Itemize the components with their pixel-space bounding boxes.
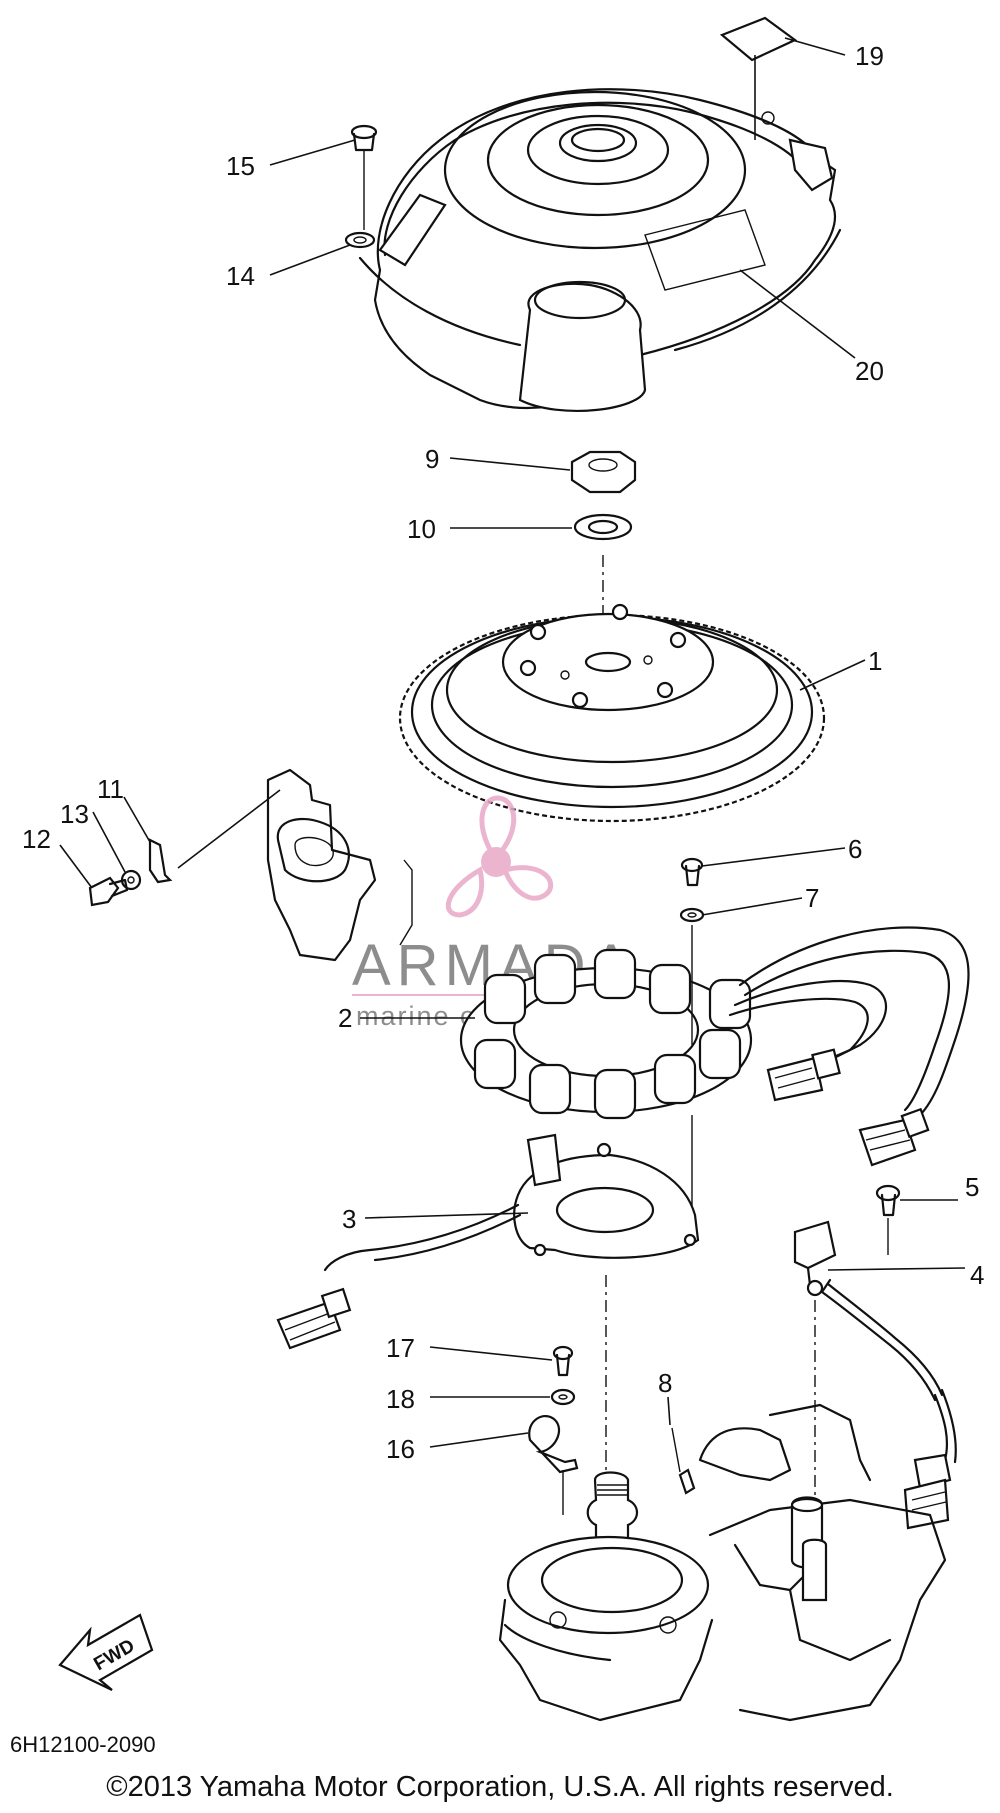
woodruff-key-8 bbox=[678, 1468, 696, 1495]
screw-5 bbox=[875, 1184, 901, 1217]
flywheel-cover bbox=[358, 88, 842, 413]
stator-coil bbox=[459, 948, 753, 1120]
pulser-connector bbox=[276, 1287, 352, 1350]
callout-6: 6 bbox=[848, 834, 862, 864]
washer-18 bbox=[550, 1388, 576, 1406]
callout-11: 11 bbox=[97, 774, 124, 804]
callout-14: 14 bbox=[226, 261, 255, 291]
decal-19 bbox=[719, 16, 798, 62]
grommet-14 bbox=[344, 231, 376, 249]
callout-labels: 19 15 14 20 9 10 1 11 13 12 6 7 2 3 5 4 … bbox=[22, 41, 984, 1464]
callout-19: 19 bbox=[855, 41, 884, 71]
washer-10 bbox=[573, 513, 633, 541]
callout-12: 12 bbox=[22, 824, 51, 854]
sensor-connector bbox=[903, 1453, 952, 1530]
stator-harness bbox=[728, 926, 970, 1167]
callout-7: 7 bbox=[805, 883, 819, 913]
clamp-16 bbox=[528, 1415, 579, 1474]
callout-17: 17 bbox=[386, 1333, 415, 1363]
nut-9 bbox=[570, 450, 637, 494]
screw-17 bbox=[552, 1345, 574, 1377]
washer-7 bbox=[679, 907, 705, 923]
bolt-12 bbox=[88, 876, 129, 907]
fwd-direction-marker: FWD bbox=[58, 1613, 154, 1691]
screw-15 bbox=[350, 124, 378, 230]
screw-6 bbox=[680, 857, 704, 887]
stator-connector-a bbox=[766, 1048, 841, 1102]
sensor-4 bbox=[793, 1220, 957, 1530]
callout-16: 16 bbox=[386, 1434, 415, 1464]
callout-18: 18 bbox=[386, 1384, 415, 1414]
callout-5: 5 bbox=[965, 1172, 979, 1202]
pulser-coil bbox=[276, 1133, 700, 1350]
leader-lines bbox=[59, 37, 966, 1448]
callout-13: 13 bbox=[60, 799, 89, 829]
callout-15: 15 bbox=[226, 151, 255, 181]
callout-2: 2 bbox=[338, 1003, 352, 1033]
clip-11 bbox=[148, 838, 173, 884]
copyright-notice: ©2013 Yamaha Motor Corporation, U.S.A. A… bbox=[106, 1771, 894, 1803]
callout-10: 10 bbox=[407, 514, 436, 544]
flywheel-rotor bbox=[398, 603, 826, 823]
callout-20: 20 bbox=[855, 356, 884, 386]
callout-1: 1 bbox=[868, 646, 882, 676]
stator-connector-b bbox=[858, 1107, 930, 1167]
callout-8: 8 bbox=[658, 1368, 672, 1398]
callout-3: 3 bbox=[342, 1204, 356, 1234]
engine-block bbox=[498, 1403, 947, 1722]
diagram-code: 6H12100-2090 bbox=[10, 1732, 156, 1757]
callout-4: 4 bbox=[970, 1260, 984, 1290]
propeller-logo-icon bbox=[445, 795, 554, 918]
mounting-bracket bbox=[266, 768, 413, 962]
callout-9: 9 bbox=[425, 444, 439, 474]
